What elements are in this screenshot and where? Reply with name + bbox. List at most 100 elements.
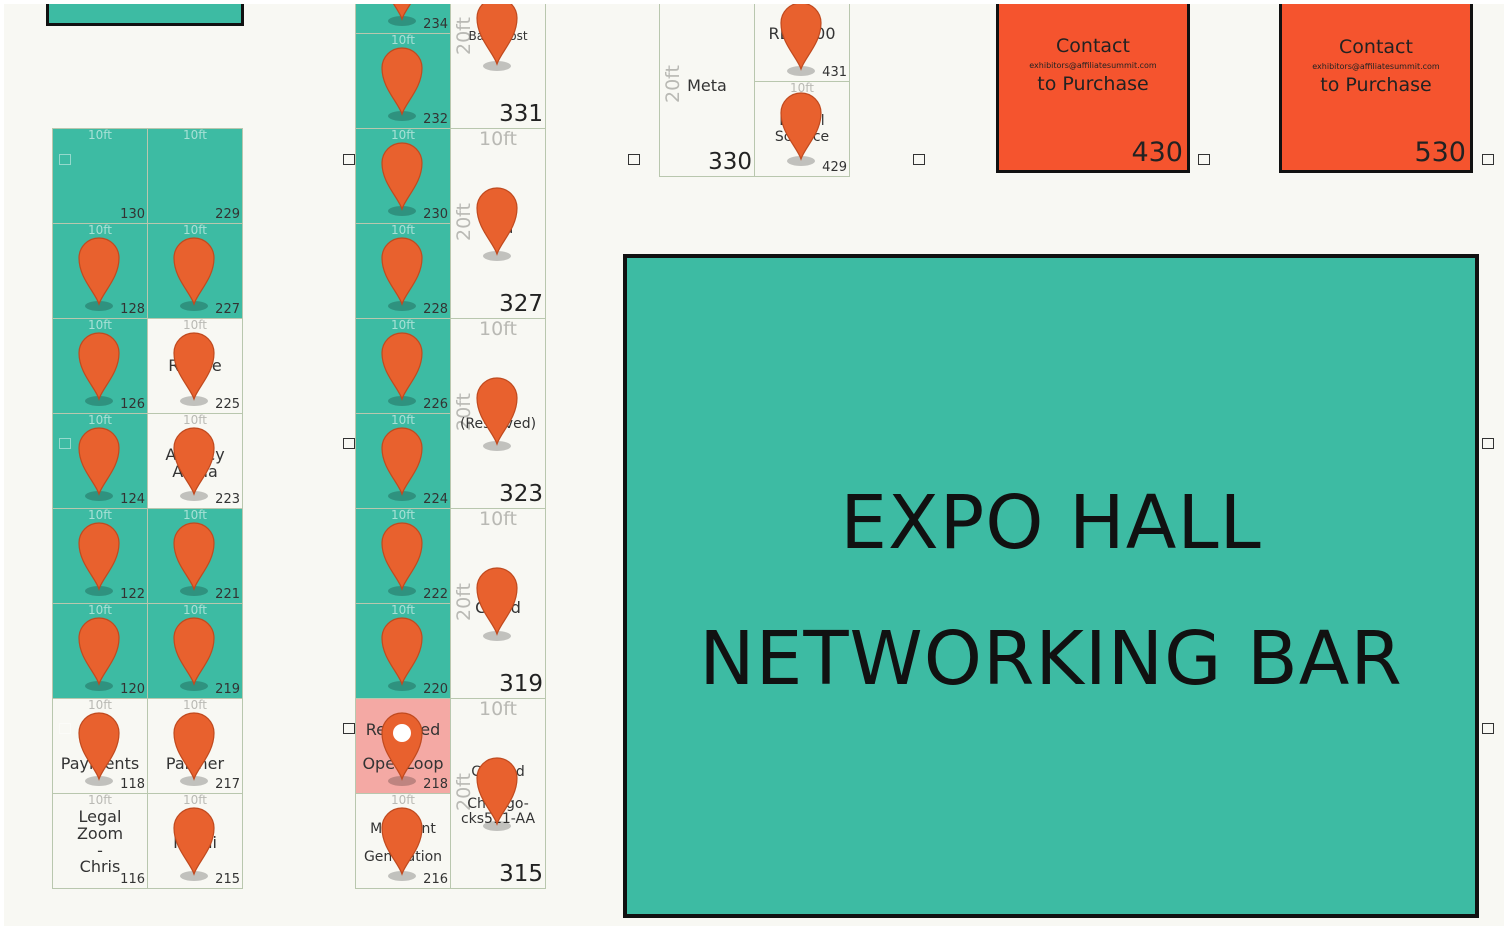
- booth-exhibitor-name: Revive: [168, 356, 222, 375]
- booth-dimension: 10ft: [391, 223, 415, 237]
- booth-dimension: 10ft: [391, 33, 415, 47]
- booth-exhibitor-name: Cloud: [475, 598, 521, 617]
- top-area-block: [46, 4, 244, 26]
- contact-email[interactable]: exhibitors@affiliatesummit.com: [1029, 61, 1157, 70]
- square-marker-icon: [59, 154, 71, 165]
- booth-530-for-sale[interactable]: Contact exhibitors@affiliatesummit.com t…: [1279, 4, 1473, 173]
- booth-number: 323: [499, 481, 543, 507]
- booth-225[interactable]: 10ft Revive 225: [147, 318, 243, 414]
- booth-number: 215: [215, 872, 240, 887]
- booth-228[interactable]: 10ft 228: [355, 223, 451, 319]
- booth-dimension: 10ft: [88, 223, 112, 237]
- booth-118[interactable]: 10ft Payments 118: [52, 698, 148, 794]
- square-marker-icon: [1198, 154, 1210, 165]
- booth-dimension: 10ft: [391, 128, 415, 142]
- booth-430-for-sale[interactable]: Contact exhibitors@affiliatesummit.com t…: [996, 4, 1190, 173]
- booth-232[interactable]: 10ft 232: [355, 33, 451, 129]
- booth-431[interactable]: RE 1000 431: [754, 4, 850, 82]
- booth-exhibitor-name: RE 1000: [768, 24, 836, 43]
- square-marker-icon: [59, 723, 71, 734]
- booth-319[interactable]: 10ft 20ft Cloud 319: [450, 508, 546, 699]
- booth-name-line1: Legal: [78, 807, 122, 826]
- booth-number: 126: [120, 397, 145, 412]
- booth-dimension: 10ft: [479, 698, 517, 720]
- booth-230[interactable]: 10ft 230: [355, 128, 451, 224]
- booth-315[interactable]: 10ft 20ft Canned Chicago- cks511-AA 315: [450, 698, 546, 889]
- booth-number: 228: [423, 302, 448, 317]
- booth-126[interactable]: 10ft 126: [52, 318, 148, 414]
- booth-dimension: 10ft: [183, 508, 207, 522]
- booth-330[interactable]: 10ft 20ft Meta 330: [659, 4, 755, 177]
- square-marker-icon: [913, 154, 925, 165]
- booth-exhibitor-name: Agency Alpha: [165, 445, 225, 481]
- booth-exhibitor-name: Illumi: [173, 833, 217, 852]
- booth-120[interactable]: 10ft 120: [52, 603, 148, 699]
- booth-dimension: 10ft: [479, 508, 517, 530]
- booth-number: 218: [423, 777, 448, 792]
- booth-218-selected[interactable]: Reserved OpenLoop 218: [355, 698, 451, 794]
- booth-224[interactable]: 10ft 224: [355, 413, 451, 509]
- booth-exhibitor-name: (Reserved): [459, 416, 537, 432]
- booth-215[interactable]: 10ft Illumi 215: [147, 793, 243, 889]
- booth-number: 225: [215, 397, 240, 412]
- booth-229[interactable]: 10ft 229: [147, 128, 243, 224]
- booth-234[interactable]: 234: [355, 4, 451, 34]
- booth-dimension: 10ft: [183, 318, 207, 332]
- booth-name-line3: cks511-AA: [460, 811, 536, 827]
- booth-number: 224: [423, 492, 448, 507]
- booth-226[interactable]: 10ft 226: [355, 318, 451, 414]
- booth-number: 232: [423, 112, 448, 127]
- booth-number: 327: [499, 291, 543, 317]
- booth-222[interactable]: 10ft 222: [355, 508, 451, 604]
- booth-number: 122: [120, 587, 145, 602]
- booth-name-line2: Generation: [363, 849, 443, 865]
- square-marker-icon: [59, 438, 71, 449]
- booth-number: 330: [708, 149, 752, 175]
- booth-116[interactable]: 10ft Legal Zoom - Chris 116: [52, 793, 148, 889]
- booth-223[interactable]: 10ft Agency Alpha 223: [147, 413, 243, 509]
- booth-number: 118: [120, 777, 145, 792]
- contact-email[interactable]: exhibitors@affiliatesummit.com: [1312, 62, 1440, 71]
- booth-number: 128: [120, 302, 145, 317]
- booth-216[interactable]: 10ft Merchant Generation 216: [355, 793, 451, 889]
- booth-323[interactable]: 10ft 20ft (Reserved) 323: [450, 318, 546, 509]
- square-marker-icon: [1482, 723, 1494, 734]
- booth-227[interactable]: 10ft 227: [147, 223, 243, 319]
- booth-name-line1: Reserved: [365, 720, 441, 739]
- booth-124[interactable]: 10ft 124: [52, 413, 148, 509]
- booth-220[interactable]: 10ft 220: [355, 603, 451, 699]
- booth-name-line4: Chris: [79, 857, 121, 876]
- expo-hall-networking-bar[interactable]: EXPO HALL NETWORKING BAR: [623, 254, 1479, 918]
- booth-number: 124: [120, 492, 145, 507]
- booth-number: 319: [499, 671, 543, 697]
- booth-429[interactable]: 10ft Digital Science 429: [754, 81, 850, 177]
- booth-dimension: 10ft: [88, 413, 112, 427]
- booth-dimension: 10ft: [391, 793, 415, 807]
- booth-exhibitor-name: Bank Post: [468, 29, 528, 43]
- booth-name-line2: Zoom: [76, 824, 124, 843]
- square-marker-icon: [628, 154, 640, 165]
- booth-dimension: 10ft: [88, 793, 112, 807]
- booth-dimension: 10ft: [88, 698, 112, 712]
- booth-number: 222: [423, 587, 448, 602]
- booth-number: 229: [215, 207, 240, 222]
- booth-dimension: 10ft: [183, 223, 207, 237]
- booth-331[interactable]: 20ft Bank Post 331: [450, 4, 546, 129]
- floor-plan-map[interactable]: 10ft 130 10ft 229 10ft 128 10ft 227 10ft…: [4, 4, 1504, 926]
- booth-name-line1: Digital: [779, 113, 825, 129]
- booth-219[interactable]: 10ft 219: [147, 603, 243, 699]
- booth-122[interactable]: 10ft 122: [52, 508, 148, 604]
- booth-number: 223: [215, 492, 240, 507]
- booth-number: 226: [423, 397, 448, 412]
- booth-number: 234: [423, 17, 448, 32]
- booth-number: 431: [822, 65, 847, 80]
- booth-217[interactable]: 10ft Partner 217: [147, 698, 243, 794]
- booth-128[interactable]: 10ft 128: [52, 223, 148, 319]
- booth-221[interactable]: 10ft 221: [147, 508, 243, 604]
- booth-dimension: 10ft: [88, 508, 112, 522]
- booth-327[interactable]: 10ft 20ft Rad 327: [450, 128, 546, 319]
- booth-name-line3: -: [97, 841, 103, 860]
- booth-dimension: 10ft: [88, 603, 112, 617]
- booth-dimension: 10ft: [183, 128, 207, 142]
- booth-130[interactable]: 10ft 130: [52, 128, 148, 224]
